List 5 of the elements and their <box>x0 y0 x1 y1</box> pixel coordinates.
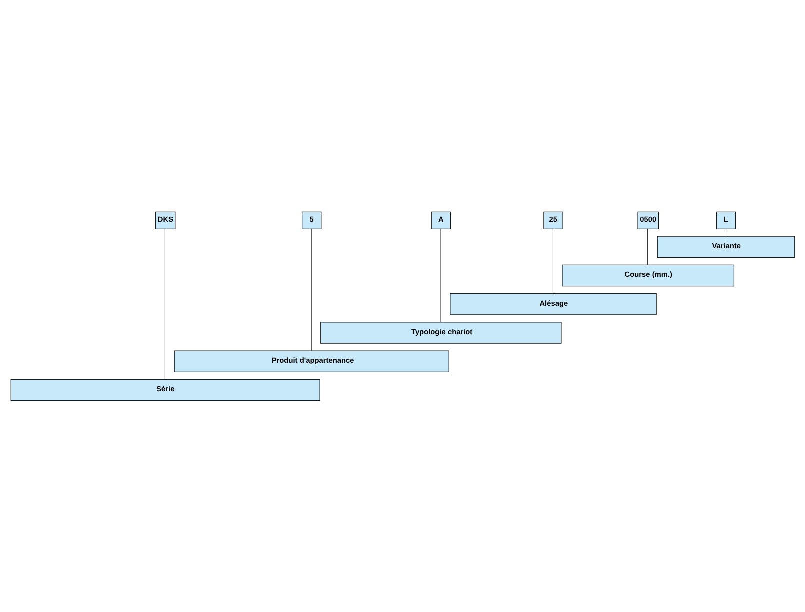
connector <box>440 228 441 322</box>
connector <box>647 228 648 265</box>
connector <box>310 228 312 351</box>
connector <box>164 228 165 380</box>
connector <box>552 228 553 294</box>
